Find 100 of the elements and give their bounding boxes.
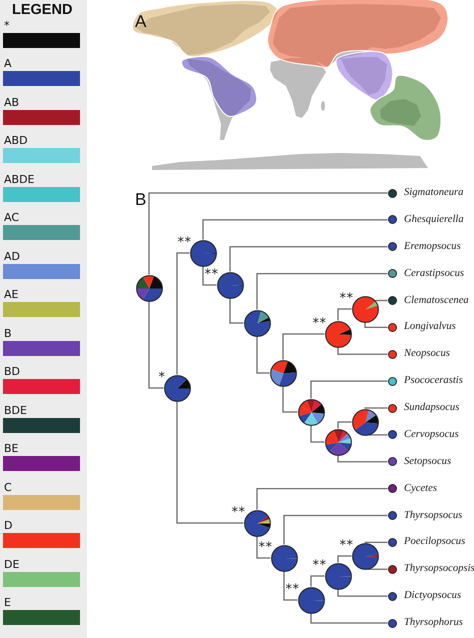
support-asterisks: ** [232, 506, 246, 518]
support-asterisks: ** [340, 540, 354, 550]
tip-dot-icon [388, 564, 396, 574]
taxon-name: Thyrsopsocus [404, 508, 462, 522]
tip-dot-icon [388, 457, 396, 466]
tree-branch [256, 488, 388, 510]
pie-chart-icon [298, 398, 324, 426]
taxon-name: Clematoscenea [404, 294, 469, 308]
support-asterisks: ** [340, 292, 354, 304]
tip-dot-icon [388, 215, 396, 224]
taxon-name: Neopsocus [404, 347, 450, 362]
tip-dot-icon [388, 511, 396, 520]
pie-chart-icon [164, 374, 190, 402]
tip-dot-icon [388, 322, 396, 332]
support-asterisks: ** [258, 542, 272, 552]
support-asterisks: * [158, 372, 166, 382]
pie-chart-icon [324, 428, 352, 456]
pie-chart-icon [244, 310, 270, 336]
legend-label: C [4, 480, 12, 494]
tree-branch [283, 572, 298, 601]
tree-branch [148, 302, 164, 389]
pie-chart-icon [352, 542, 378, 570]
tree-branch [256, 336, 270, 374]
tree-branch [229, 246, 388, 272]
panel-letter: A [135, 12, 146, 31]
tip-dot-icon [388, 188, 396, 198]
tree-branch [310, 380, 388, 398]
legend-label: AE [4, 288, 18, 302]
pie-chart-icon [270, 360, 296, 386]
legend-label: BDE [4, 404, 27, 417]
legend-label: AD [4, 250, 20, 263]
taxon-name: Psococerastis [404, 374, 463, 388]
tree-branch [310, 575, 324, 586]
taxon-name: Thyrsophorus [404, 616, 463, 630]
tip-dot-icon [388, 618, 396, 628]
tree-branch [283, 514, 388, 544]
taxon-name: Eremopsocus [404, 240, 461, 254]
taxon-name: Dictyopsocus [404, 589, 462, 604]
tree-branch [376, 300, 388, 302]
legend-label: D [4, 519, 12, 532]
legend-label: AC [4, 211, 20, 224]
tree-branch [148, 192, 388, 274]
legend-title: LEGEND [12, 2, 72, 19]
support-asterisks: ** [312, 560, 326, 570]
tree-branch [176, 252, 190, 374]
tree-branch [337, 348, 388, 355]
tip-dot-icon [388, 484, 396, 494]
taxon-name: Sundapsocus [404, 401, 460, 415]
tree-branch [369, 434, 388, 436]
tree-branch [282, 386, 298, 413]
tree-branch [176, 402, 244, 524]
tree-branch [202, 219, 388, 240]
tip-dot-icon [388, 538, 396, 547]
tip-dot-icon [388, 242, 396, 252]
tip-dot-icon [388, 592, 396, 601]
pie-chart-icon [324, 562, 352, 590]
tree-branch [337, 456, 388, 462]
tree-branch [282, 333, 324, 360]
pie-chart-icon [352, 296, 378, 322]
tree-branch [368, 568, 388, 570]
legend-label: ABD [4, 134, 28, 148]
tree-branch [337, 555, 352, 562]
legend-label: B [4, 326, 12, 340]
tip-dot-icon [388, 269, 396, 278]
taxon-name: Cervopsocus [404, 428, 459, 442]
legend-label: BD [4, 365, 20, 378]
legend-label: ABDE [4, 172, 34, 186]
tip-dot-icon [388, 404, 396, 412]
tree-branch [337, 308, 352, 320]
pie-chart-icon [244, 510, 270, 536]
taxon-name: Longivalvus [404, 320, 456, 334]
taxon-name: Ghesquierella [404, 212, 464, 227]
legend-label: DE [4, 558, 20, 571]
legend-label: E [4, 596, 11, 610]
pie-chart-icon [216, 272, 244, 298]
pie-chart-icon [298, 586, 324, 614]
tip-dot-icon [388, 376, 396, 386]
legend-label: BE [4, 442, 18, 456]
taxon-name: Setopsocus [404, 454, 452, 469]
tree-branch [337, 590, 388, 597]
pie-chart-icon [190, 240, 216, 266]
taxon-name: Sigmatoneura [404, 186, 464, 200]
legend-label: * [4, 19, 10, 32]
tree-branch [364, 407, 388, 410]
support-asterisks: ** [312, 318, 326, 328]
tree-branch [364, 322, 388, 328]
tree-branch [310, 426, 324, 443]
tip-dot-icon [388, 350, 396, 359]
tip-dot-icon [388, 296, 396, 305]
taxon-name: Thyrsopsocopsis [404, 562, 474, 576]
legend-label: AB [4, 96, 20, 109]
taxon-name: Cerastipsocus [404, 266, 464, 281]
pie-chart-icon [136, 274, 162, 302]
support-asterisks: ** [178, 236, 192, 248]
tree-branch [256, 272, 388, 310]
taxon-name: Poecilopsocus [404, 535, 466, 550]
tree-branch [337, 421, 352, 428]
pie-chart-icon [352, 408, 378, 436]
legend-label: A [4, 57, 12, 70]
pie-chart-icon [270, 544, 298, 572]
